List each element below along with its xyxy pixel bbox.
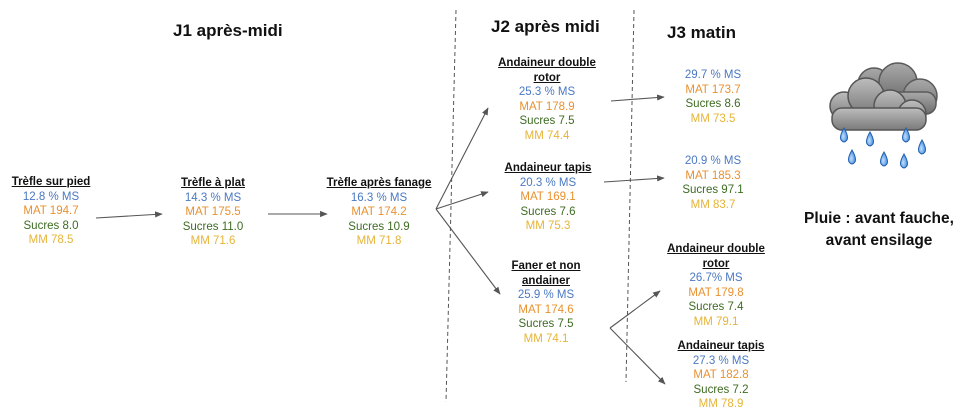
mat-value: MAT 173.7 bbox=[685, 83, 741, 96]
ms-value: 25.9 % MS bbox=[517, 289, 575, 302]
weather-note: Pluie : avant fauche, avant ensilage bbox=[786, 208, 972, 252]
ms-value: 26.7% MS bbox=[689, 272, 743, 285]
arrow-fanage-to-j2-double bbox=[435, 107, 489, 210]
node-title-line2: andainer bbox=[522, 274, 570, 287]
separator-j2-j3 bbox=[625, 9, 635, 383]
node-title: Andaineur tapis bbox=[504, 162, 592, 174]
mm-value: MM 71.8 bbox=[356, 235, 402, 248]
mat-value: MAT 174.6 bbox=[518, 303, 574, 316]
arrow-faner-to-j3-tapis bbox=[609, 327, 666, 385]
node-title: Trèfle sur pied bbox=[11, 176, 91, 188]
sucres-value: Sucres 7.2 bbox=[693, 383, 749, 396]
mat-value: MAT 178.9 bbox=[519, 100, 575, 113]
node-j2-andaineur-double-rotor: Andaineur double rotor 25.3 % MS MAT 178… bbox=[498, 56, 596, 144]
arrow-pied-to-plat bbox=[95, 211, 163, 219]
mm-value: MM 74.1 bbox=[523, 332, 569, 345]
sucres-value: Sucres 8.0 bbox=[23, 219, 79, 232]
sucres-value: Sucres 97.1 bbox=[682, 184, 744, 197]
arrow-fanage-to-j2-tapis bbox=[435, 191, 489, 210]
node-trefle-sur-pied: Trèfle sur pied 12.8 % MS MAT 194.7 Sucr… bbox=[12, 175, 91, 248]
node-title-line1: Andaineur double bbox=[667, 243, 765, 255]
node-title-line2: rotor bbox=[533, 71, 561, 84]
ms-value: 14.3 % MS bbox=[184, 191, 242, 204]
node-title-line1: Andaineur double bbox=[498, 57, 596, 69]
mat-value: MAT 169.1 bbox=[520, 191, 576, 204]
ms-value: 20.9 % MS bbox=[684, 155, 742, 167]
node-title-line2: rotor bbox=[702, 257, 730, 270]
mm-value: MM 79.1 bbox=[693, 315, 739, 328]
ms-value: 27.3 % MS bbox=[692, 354, 750, 367]
node-title: Trèfle après fanage bbox=[326, 177, 432, 189]
sucres-value: Sucres 11.0 bbox=[182, 220, 244, 233]
mm-value: MM 83.7 bbox=[690, 198, 736, 211]
arrow-faner-to-j3-double bbox=[609, 290, 661, 329]
mm-value: MM 73.5 bbox=[690, 112, 736, 125]
node-j3-andaineur-tapis: Andaineur tapis 27.3 % MS MAT 182.8 Sucr… bbox=[678, 339, 765, 412]
header-j3: J3 matin bbox=[667, 23, 736, 42]
mm-value: MM 78.9 bbox=[698, 398, 744, 411]
ms-value: 12.8 % MS bbox=[22, 190, 80, 203]
arrow-j2-double-to-j3 bbox=[610, 94, 665, 102]
mat-value: MAT 179.8 bbox=[688, 286, 744, 299]
arrow-j2-tapis-to-j3 bbox=[603, 175, 665, 183]
mat-value: MAT 182.8 bbox=[693, 369, 749, 382]
node-trefle-apres-fanage: Trèfle après fanage 16.3 % MS MAT 174.2 … bbox=[327, 176, 432, 249]
node-title: Andaineur tapis bbox=[677, 340, 765, 352]
mm-value: MM 78.5 bbox=[28, 234, 74, 247]
ms-value: 25.3 % MS bbox=[518, 86, 576, 99]
sucres-value: Sucres 10.9 bbox=[348, 220, 410, 233]
node-title-line1: Faner et non bbox=[511, 260, 581, 272]
sucres-value: Sucres 7.5 bbox=[519, 115, 575, 128]
node-j2-andaineur-tapis: Andaineur tapis 20.3 % MS MAT 169.1 Sucr… bbox=[505, 161, 592, 234]
weather-note-line2: avant ensilage bbox=[825, 232, 933, 249]
node-title: Trèfle à plat bbox=[181, 177, 245, 189]
weather-note-line1: Pluie : avant fauche, bbox=[804, 210, 954, 227]
separator-j1-j2 bbox=[445, 9, 457, 403]
node-j3-result-a: 29.7 % MS MAT 173.7 Sucres 8.6 MM 73.5 bbox=[685, 68, 741, 126]
sucres-value: Sucres 8.6 bbox=[685, 98, 741, 111]
arrow-fanage-to-j2-faner bbox=[435, 208, 501, 295]
ms-value: 20.3 % MS bbox=[519, 176, 577, 189]
node-trefle-a-plat: Trèfle à plat 14.3 % MS MAT 175.5 Sucres… bbox=[181, 176, 245, 249]
mat-value: MAT 174.2 bbox=[351, 206, 407, 219]
rain-cloud-icon bbox=[829, 62, 938, 169]
header-j2: J2 après midi bbox=[491, 17, 600, 36]
mm-value: MM 75.3 bbox=[525, 220, 571, 233]
node-j3-andaineur-double-rotor: Andaineur double rotor 26.7% MS MAT 179.… bbox=[667, 242, 765, 330]
sucres-value: Sucres 7.6 bbox=[520, 205, 576, 218]
sucres-value: Sucres 7.4 bbox=[688, 301, 744, 314]
sucres-value: Sucres 7.5 bbox=[518, 318, 574, 331]
ms-value: 16.3 % MS bbox=[350, 191, 408, 204]
node-j3-result-b: 20.9 % MS MAT 185.3 Sucres 97.1 MM 83.7 bbox=[682, 154, 743, 212]
mat-value: MAT 175.5 bbox=[185, 206, 241, 219]
header-j1: J1 après-midi bbox=[173, 21, 283, 40]
ms-value: 29.7 % MS bbox=[684, 69, 742, 81]
mat-value: MAT 194.7 bbox=[23, 205, 79, 218]
node-j2-faner-non-andainer: Faner et non andainer 25.9 % MS MAT 174.… bbox=[511, 259, 580, 347]
mat-value: MAT 185.3 bbox=[685, 169, 741, 182]
mm-value: MM 74.4 bbox=[524, 129, 570, 142]
mm-value: MM 71.6 bbox=[190, 235, 236, 248]
